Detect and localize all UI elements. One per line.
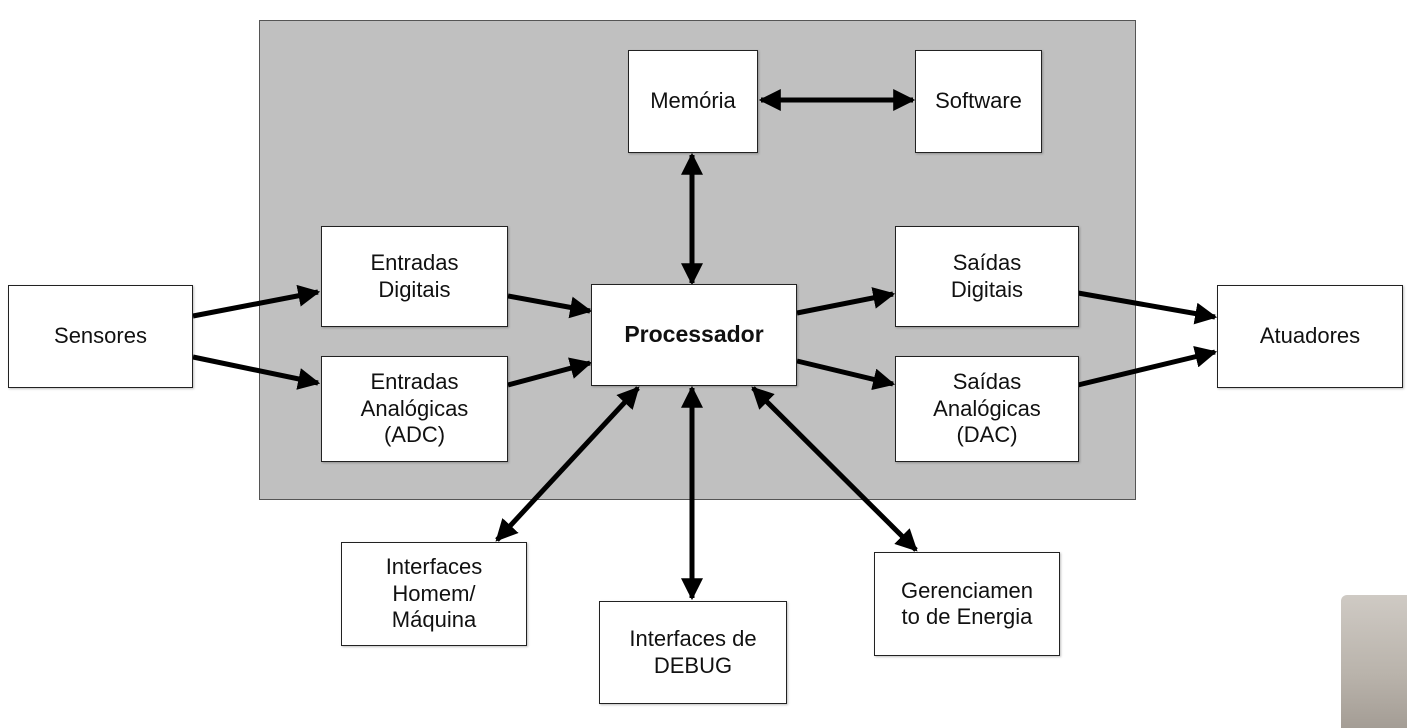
node-processador-label: Processador [624,321,764,348]
node-atuadores: Atuadores [1217,285,1403,388]
node-interfaces-debug: Interfaces de DEBUG [599,601,787,704]
node-gerenciamento-energia: Gerenciamen to de Energia [874,552,1060,656]
node-software: Software [915,50,1042,153]
node-saidas-analogicas: Saídas Analógicas (DAC) [895,356,1079,462]
node-software-label: Software [935,88,1022,114]
node-entradas-analogicas: Entradas Analógicas (ADC) [321,356,508,462]
node-memoria-label: Memória [650,88,736,114]
node-interfaces-hm-label: Interfaces Homem/ Máquina [385,554,483,633]
node-interfaces-hm: Interfaces Homem/ Máquina [341,542,527,646]
node-interfaces-debug-label: Interfaces de DEBUG [629,626,757,678]
node-saidas-digitais: Saídas Digitais [895,226,1079,327]
node-processador: Processador [591,284,797,386]
node-sensores-label: Sensores [54,323,147,349]
node-entradas-analogicas-label: Entradas Analógicas (ADC) [360,369,469,448]
node-entradas-digitais: Entradas Digitais [321,226,508,327]
photo-corner-fragment [1341,595,1407,728]
node-saidas-digitais-label: Saídas Digitais [950,250,1024,302]
node-saidas-analogicas-label: Saídas Analógicas (DAC) [933,369,1041,448]
node-gerenciamento-energia-label: Gerenciamen to de Energia [900,577,1034,629]
node-atuadores-label: Atuadores [1259,323,1361,349]
node-sensores: Sensores [8,285,193,388]
node-entradas-digitais-label: Entradas Digitais [370,250,459,302]
node-memoria: Memória [628,50,758,153]
